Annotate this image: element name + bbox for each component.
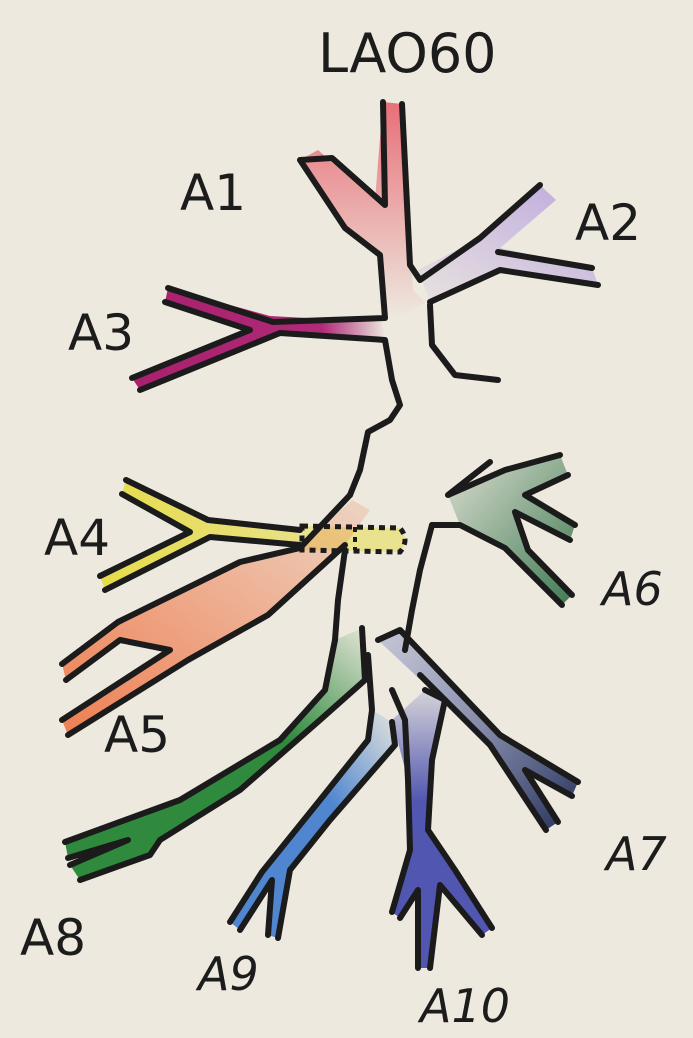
label-a1: A1: [180, 164, 246, 222]
label-a10: A10: [417, 979, 510, 1033]
label-a2: A2: [575, 194, 641, 252]
diagram-title: LAO60: [318, 22, 497, 85]
label-a3: A3: [68, 304, 134, 362]
trunk-middle-left-wall: [335, 550, 345, 640]
label-a4: A4: [44, 509, 110, 567]
trunk-right-lower-wall: [430, 305, 498, 380]
label-a7: A7: [603, 827, 667, 881]
branch-fills: [62, 102, 598, 968]
trunk-middle-right-wall: [405, 525, 432, 650]
label-a9: A9: [195, 947, 259, 1001]
label-a6: A6: [599, 562, 663, 616]
label-a5: A5: [104, 706, 170, 764]
label-a8: A8: [20, 909, 86, 967]
branch-a2-fill: [418, 185, 598, 302]
